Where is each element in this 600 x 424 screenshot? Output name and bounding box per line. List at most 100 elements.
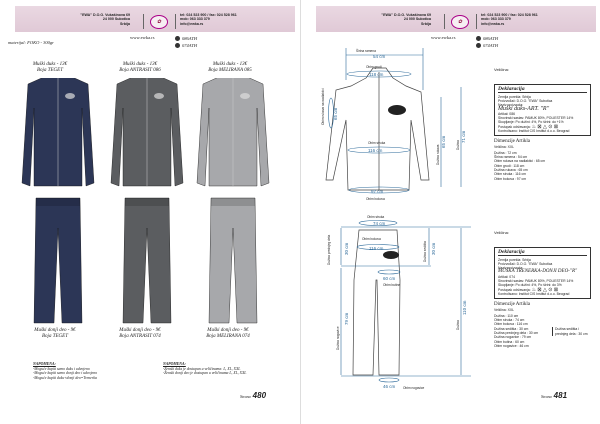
dim-value: 116 cm <box>369 246 384 251</box>
pants-photo <box>122 197 172 324</box>
waistband <box>211 198 255 206</box>
ewka-logo: ✿ <box>451 15 469 29</box>
code: 086ATH <box>182 36 198 41</box>
dim-label: Obim butine <box>383 283 400 287</box>
pants-outline <box>352 229 401 376</box>
decl-line: Naziv proizvoda: <box>498 103 524 108</box>
care-symbols-icon: ♨ ⊠ △ ⊙ ⊠ <box>531 286 559 293</box>
material-label: materijal: FOKO - 300gr <box>8 40 54 45</box>
dim-label: Dužina <box>456 320 460 330</box>
address-line: Srbija <box>421 21 431 26</box>
color: Boja MELIRANA 074 <box>206 334 250 339</box>
pants-photo <box>33 197 83 324</box>
price: Muški donji deo - 9€ <box>207 328 249 333</box>
dim-value: 60 cm <box>383 276 396 281</box>
page-label: Strana <box>541 394 552 399</box>
care-label: Postupak održavanja: <box>498 124 531 129</box>
dim-label: Dužina rukava <box>436 144 440 165</box>
page-label: Strana <box>240 394 251 399</box>
note-title: NAPOMENA: <box>163 362 186 366</box>
code-icon <box>175 36 180 42</box>
dim-row: Obim grudi : 118 cm <box>494 163 525 168</box>
dim-value: 110 cm <box>462 300 467 315</box>
dim-value: 74 cm <box>373 221 386 226</box>
address-line: 24 000 Subotica <box>102 17 130 22</box>
dim-label: Širina ramena <box>356 48 376 53</box>
care-symbols-icon: ♨ ⊠ △ ⊙ ⊠ <box>531 123 559 130</box>
declaration-box: Deklaracija Zemlja porekla: Srbija Proiz… <box>494 247 591 300</box>
dim-label: Obim struka <box>368 141 385 145</box>
code-icon <box>175 42 180 48</box>
website-link[interactable]: www.ewka.rs <box>431 35 456 40</box>
price: Muški duks - 13€ <box>212 62 248 67</box>
code: 086ATH <box>483 36 499 41</box>
dim-label: Dužina <box>456 140 460 150</box>
dim-row: Dužina rukava : 65 cm <box>494 168 528 173</box>
dim-row: Dužina : 110 cm <box>494 313 519 318</box>
dim-row: Obim struka : 74 cm <box>494 318 525 323</box>
dim-row: Obim butina : 60 cm <box>494 339 525 344</box>
dim-size: Veličina: XXL <box>494 144 514 149</box>
size-label: Veličina: <box>494 67 509 72</box>
care-label: Postupak održavanja: <box>498 287 531 292</box>
decl-line: Proizvođač: D.O.O. "EWA" Subotica <box>498 98 553 103</box>
code-icon <box>476 36 481 42</box>
dim-value: 97 cm <box>371 189 384 194</box>
color: Boja ANTRASIT 074 <box>119 334 161 339</box>
note-line: -Ženski donji deo je dostupan u veličina… <box>163 371 247 376</box>
dim-value: 71 cm <box>461 130 466 143</box>
dim-value: 65 cm <box>333 107 338 120</box>
pants-dim-lines <box>340 220 471 383</box>
color: Boja TEGET <box>37 68 63 73</box>
composition: Sirovinski sastav: PAMUK 80%, POLIESTER … <box>498 279 574 284</box>
dim-value: 54 cm <box>373 54 386 59</box>
pants-spec: Veličina: Deklaracija Zemlja porekla: Sr… <box>494 230 591 348</box>
dim-value: 65 cm <box>441 135 446 148</box>
pants-photo <box>208 197 258 324</box>
decl-line: Naziv proizvoda: <box>498 266 524 271</box>
dim-row: Obim nogavice : 46 cm <box>494 343 529 348</box>
note-line: -Moguće kupiti samo duks i udvojeno <box>33 366 90 371</box>
declaration-box: Deklaracija Zemlja porekla: Srbija Proiz… <box>494 84 591 137</box>
logo-patch <box>388 105 406 115</box>
composition: Sirovinski sastav: PAMUK 80%, POLIESTER … <box>498 116 574 121</box>
dim-label: Obim rukava na nadlaktici <box>321 88 325 125</box>
color: Boja TEGET <box>42 334 68 339</box>
price: Muški donji deo - 9€ <box>34 328 76 333</box>
waistband <box>125 198 169 206</box>
address-line: 24 000 Subotica <box>403 17 431 22</box>
garment-photos <box>21 78 270 324</box>
dimensions: Dimenzije Artikla Veličina: XXL Dužina :… <box>494 302 591 348</box>
price: Muški duks - 13€ <box>122 62 158 67</box>
website-link[interactable]: www.ewka.rs <box>130 35 155 40</box>
dim-row: Obim bokova : 97 cm <box>494 176 527 181</box>
address-line: Srbija <box>120 21 130 26</box>
control: Kontrolisano: Institut CIS Institut d.o.… <box>498 291 570 296</box>
jacket-caption: Muški duks - 13€Boja MELIRANA 085 <box>190 62 270 74</box>
dim-value: 116 cm <box>368 148 383 153</box>
dim-value: 30 cm <box>344 242 349 255</box>
contact-line: tel: 024 523 900 / fax: 024 528 961 <box>481 13 538 17</box>
note-left: NAPOMENA:-Moguće kupiti samo duks i udvo… <box>33 362 97 380</box>
declaration-title: Deklaracija <box>498 249 587 256</box>
price: Muški duks - 13€ <box>32 62 68 67</box>
note-title: NAPOMENA: <box>33 362 56 366</box>
article-no: Artikal: 086 <box>498 111 515 116</box>
price: Muški donji deo - 9€ <box>119 328 161 333</box>
contact-line: mob: 063 333 379 <box>180 17 210 22</box>
divider <box>175 14 176 29</box>
color: Boja ANTRASIT 086 <box>119 68 161 73</box>
side-note: Dužina sedišta i prednjeg dela : 30 cm <box>552 327 588 336</box>
article-no: Artikal: 074 <box>498 274 515 279</box>
logo-patch <box>383 251 399 259</box>
logo-patch <box>154 93 164 99</box>
dim-size: Veličina: XXL <box>494 307 514 312</box>
waistband <box>36 198 80 206</box>
dim-row: Obim rukava na nadlaktici : 65 cm <box>494 159 546 164</box>
care: Postupak održavanja: ♨ ⊠ △ ⊙ ⊠ <box>498 123 587 130</box>
